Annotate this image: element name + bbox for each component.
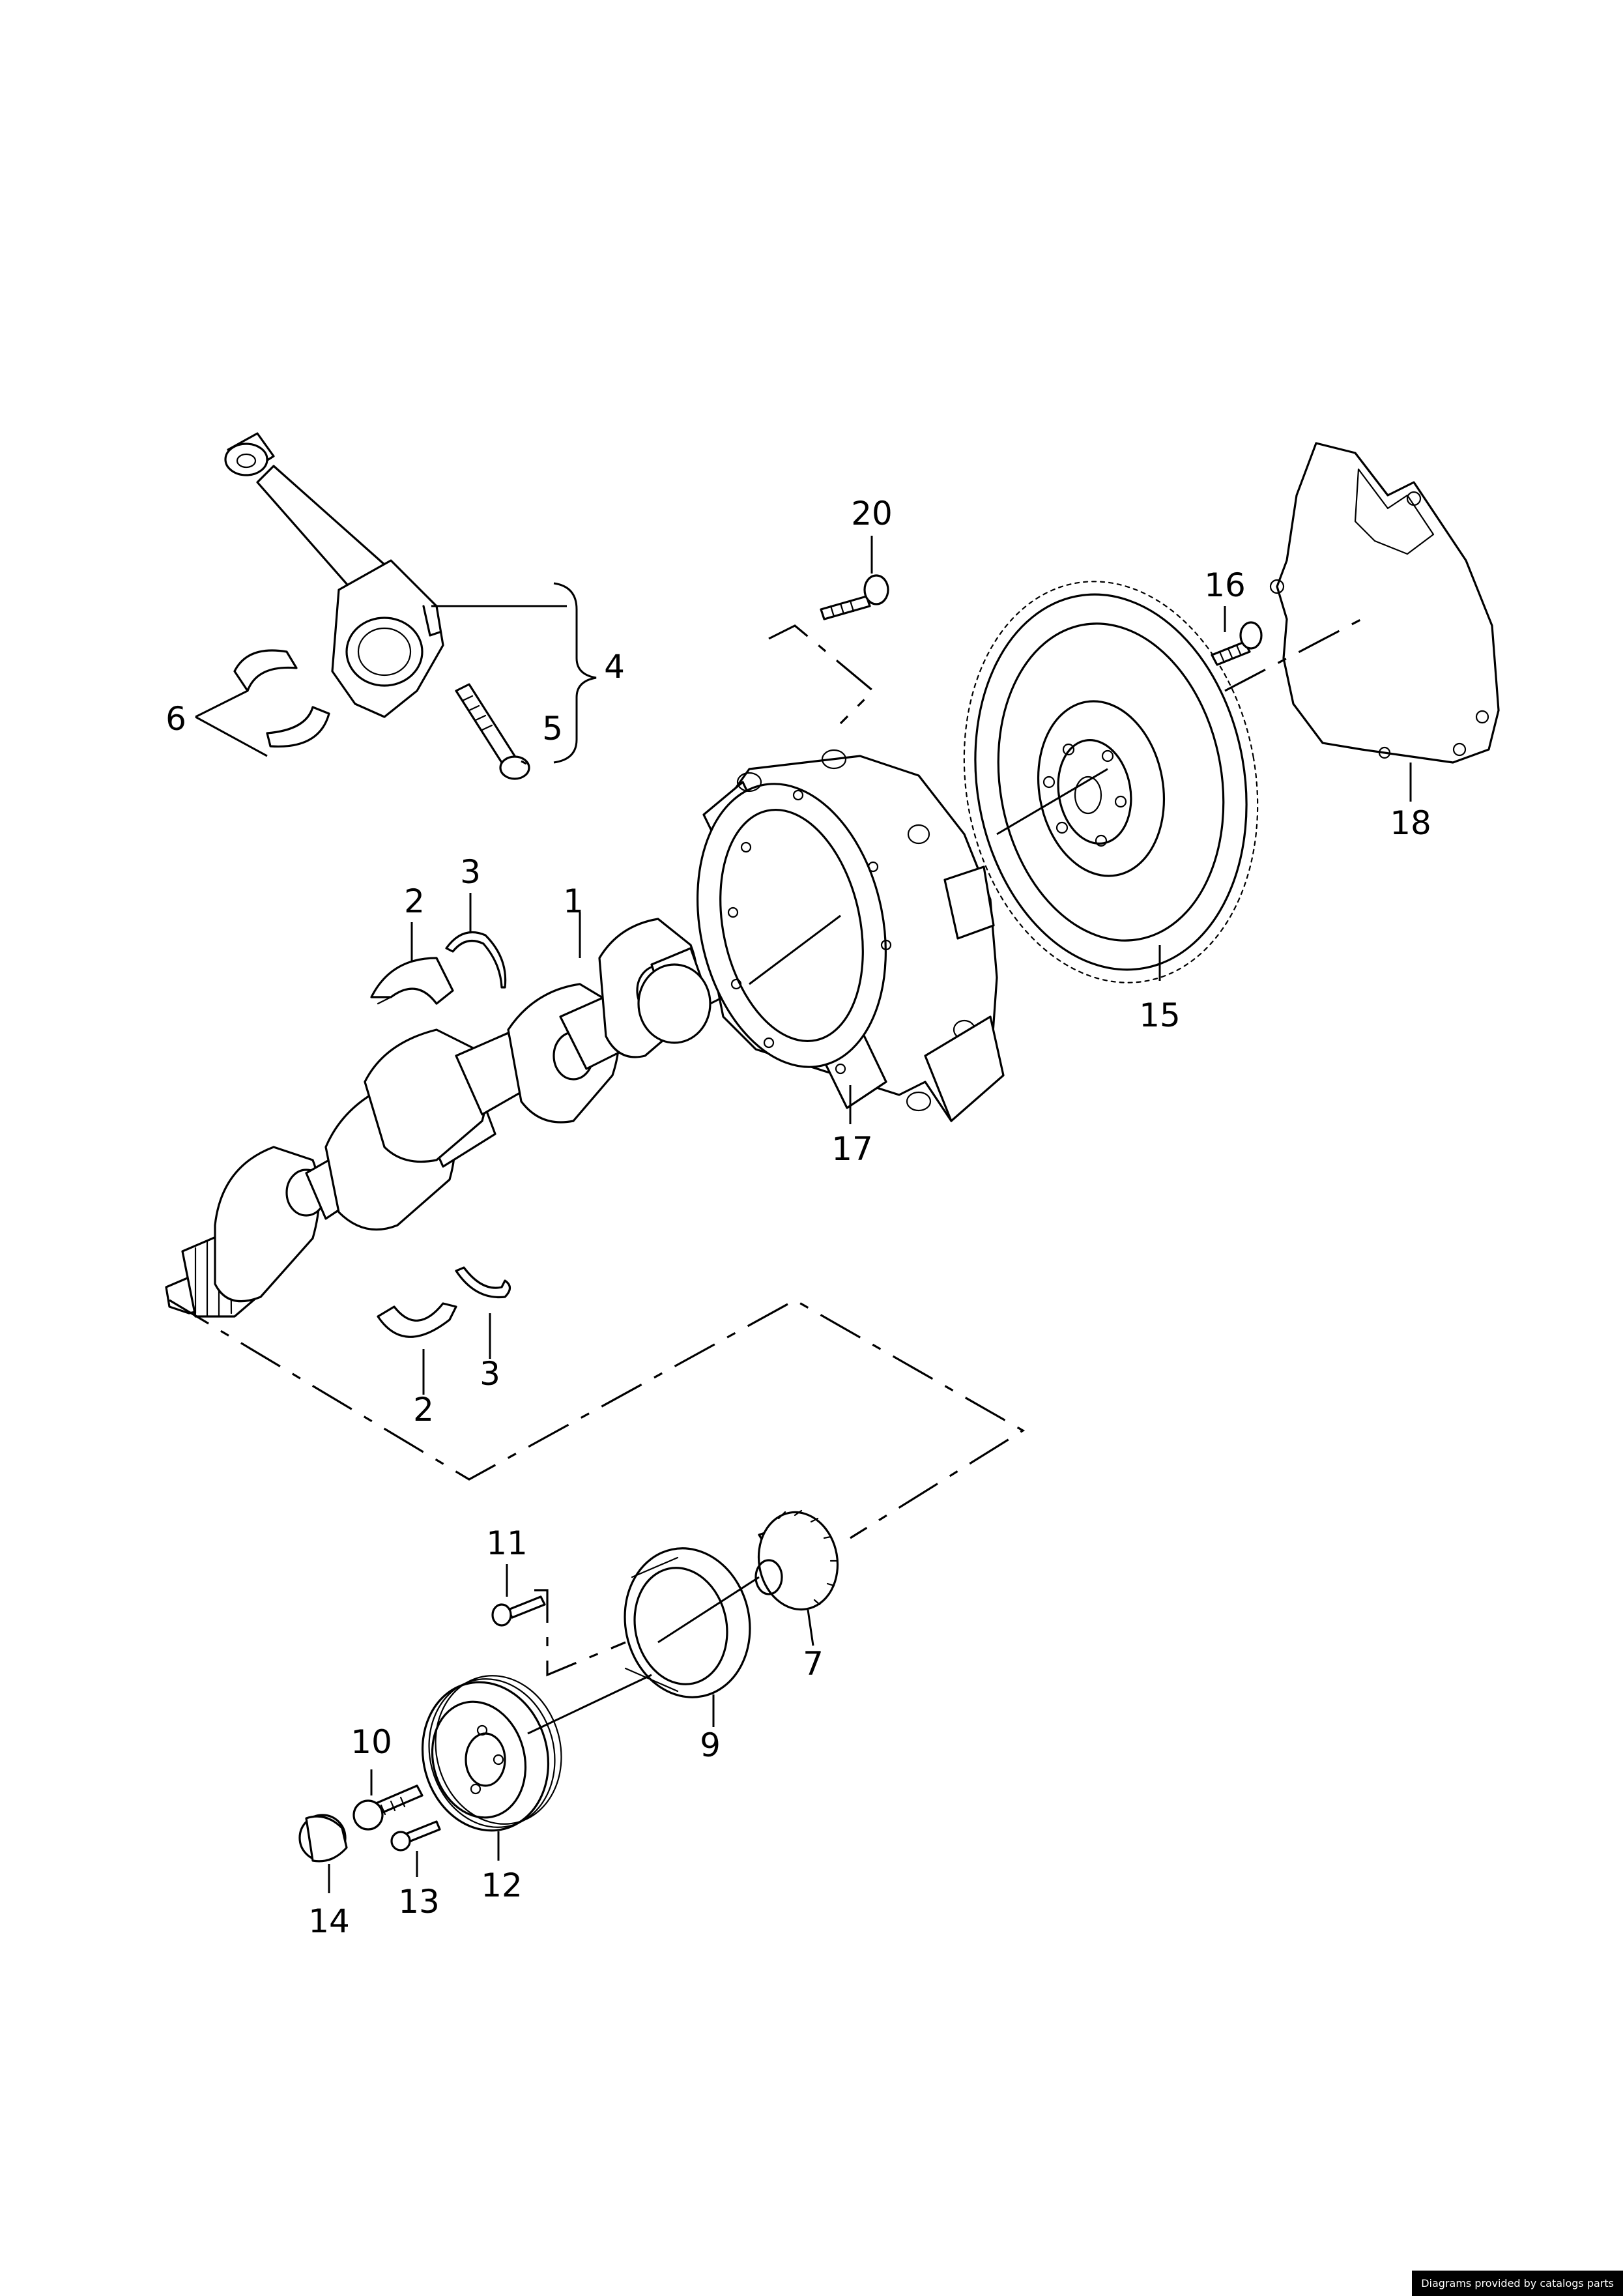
- pulley-bolt[interactable]: [390, 1820, 441, 1852]
- damper-bolt[interactable]: [491, 1595, 546, 1627]
- callout-15: 15: [1139, 996, 1181, 1034]
- thrust-washer-upper[interactable]: [445, 931, 507, 989]
- flywheel[interactable]: [934, 558, 1289, 1006]
- callout-6: 6: [165, 700, 186, 738]
- thrust-washer-lower[interactable]: [455, 1266, 511, 1299]
- crankshaft-sprocket[interactable]: [751, 1506, 845, 1616]
- pulley-cap[interactable]: [298, 1814, 348, 1863]
- flywheel-housing-bolt[interactable]: [820, 574, 889, 620]
- conrod-bolt[interactable]: [455, 683, 530, 780]
- callout-2: 2: [404, 882, 425, 920]
- main-bearing-shell-upper[interactable]: [370, 957, 454, 1005]
- callout-4: 4: [604, 648, 625, 686]
- callout-1: 1: [563, 882, 584, 920]
- callout-3: 3: [460, 853, 481, 891]
- callout-9: 9: [700, 1726, 721, 1764]
- callout-7: 7: [803, 1645, 824, 1683]
- callout-18: 18: [1390, 804, 1431, 842]
- callout-5: 5: [542, 710, 563, 748]
- connecting-rod[interactable]: [224, 432, 444, 718]
- crankshaft[interactable]: [165, 918, 711, 1318]
- callout-13: 13: [398, 1883, 440, 1921]
- crankshaft-pulley[interactable]: [406, 1661, 577, 1844]
- callout-14: 14: [308, 1902, 350, 1940]
- conrod-bearing-shell-upper[interactable]: [233, 649, 298, 692]
- callout-12: 12: [481, 1867, 523, 1904]
- callout-16: 16: [1204, 566, 1246, 604]
- intermediate-plate[interactable]: [672, 749, 1005, 1122]
- pulley-center-bolt[interactable]: [352, 1784, 424, 1831]
- footer-credit: Diagrams provided by catalogs parts: [1412, 2271, 1623, 2296]
- callout-11: 11: [486, 1524, 528, 1562]
- main-bearing-shell-lower[interactable]: [377, 1302, 457, 1338]
- conrod-bearing-shell-lower[interactable]: [266, 706, 330, 748]
- cover-plate-gasket[interactable]: [1269, 442, 1500, 764]
- flywheel-bolt[interactable]: [1211, 621, 1263, 666]
- callout-2: 2: [413, 1391, 434, 1429]
- callout-17: 17: [831, 1130, 873, 1168]
- callout-10: 10: [351, 1723, 392, 1761]
- callout-3: 3: [480, 1355, 500, 1393]
- callout-20: 20: [851, 495, 893, 532]
